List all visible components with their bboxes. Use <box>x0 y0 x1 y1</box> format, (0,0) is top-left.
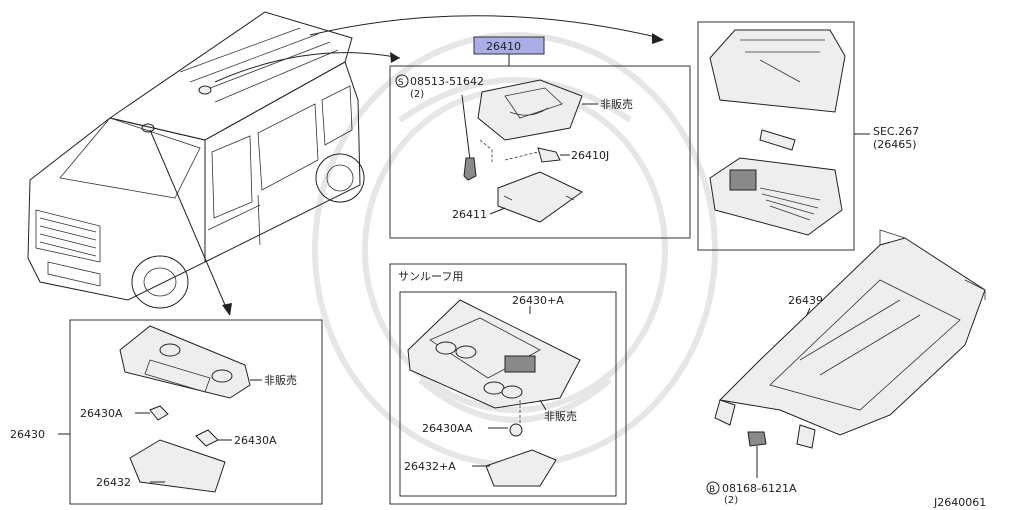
sunroof-label: サンルーフ用 <box>398 270 463 283</box>
screw-icon <box>463 157 477 181</box>
screw-quantity: (2) <box>410 89 424 100</box>
bracket-frame <box>718 237 986 436</box>
sec267-lamp-housing <box>709 29 846 113</box>
lens-part-number: 26411 <box>452 208 487 221</box>
sunroof-bulb-number: 26430AA <box>422 422 473 435</box>
main-lamp-box <box>389 65 691 239</box>
sunroof-group: サンルーフ用 26430+A 非販売 26430AA 26432+A <box>389 263 627 505</box>
lamp-assembly-number: 26430 <box>10 428 45 441</box>
bulb-a1-icon <box>149 405 169 421</box>
lower-lens-number: 26432 <box>96 476 131 489</box>
arrow-head-icon <box>390 52 400 63</box>
sunroof-switch <box>504 355 536 373</box>
bulb-icon <box>537 147 561 163</box>
bracket-tab-right <box>796 424 816 449</box>
screw-part-number: 08513-51642 <box>410 75 484 88</box>
bracket-tab-left <box>714 399 736 426</box>
not-for-sale-label-3: 非販売 <box>264 374 297 387</box>
svg-text:S: S <box>398 78 404 88</box>
sunroof-lens-panel <box>485 449 557 487</box>
sec267-switch <box>729 169 757 191</box>
arrow-head-icon <box>652 33 664 44</box>
lens-panel <box>497 171 583 223</box>
lower-lens-panel <box>129 439 226 493</box>
roof-lamp-marker <box>198 85 212 95</box>
bulb-part-number: 26410J <box>571 149 609 162</box>
bracket-number: 26439 <box>788 294 823 307</box>
not-for-sale-label-2: 非販売 <box>544 410 577 423</box>
sunroof-lamp-housing <box>407 299 581 409</box>
vehicle-illustration <box>27 11 365 309</box>
not-for-sale-label: 非販売 <box>600 98 633 111</box>
main-lamp-group: 26410 S 08513-51642 (2) 非販売 26410J 26411 <box>389 36 691 239</box>
sec267-group: SEC.267 (26465) <box>697 21 919 251</box>
lamp-assembly-group: 26430 非販売 26430A 26430A 26432 <box>10 319 323 505</box>
sec267-box <box>697 21 855 251</box>
arrow-head-icon <box>222 303 232 316</box>
bolt-quantity: (2) <box>724 495 738 506</box>
bulb-a2-number: 26430A <box>234 434 277 447</box>
sec-reference: SEC.267 <box>873 125 919 138</box>
connector-arrows <box>149 15 664 316</box>
lamp-housing <box>477 79 583 141</box>
sunroof-lamp-number: 26430+A <box>512 294 564 307</box>
sunroof-bulb-icon <box>509 423 523 437</box>
bolt-part-number: 08168-6121A <box>722 482 797 495</box>
bulb-a1-number: 26430A <box>80 407 123 420</box>
diagram-id: J2640061 <box>933 496 986 509</box>
svg-text:B: B <box>709 485 715 495</box>
sunroof-outer-box <box>389 263 627 505</box>
sunroof-inner-box <box>399 291 617 497</box>
bracket-group: 26439 B 08168-6121A (2) <box>706 229 986 506</box>
sec267-bulb-icon <box>759 129 796 151</box>
sunroof-lens-number: 26432+A <box>404 460 456 473</box>
bolt-icon <box>747 431 767 447</box>
main-part-number: 26410 <box>486 40 521 53</box>
sec-part-number: (26465) <box>873 138 917 151</box>
screw-symbol-icon <box>395 74 409 88</box>
bulb-a2-icon <box>195 429 219 447</box>
lamp-assembly-housing <box>119 325 251 399</box>
bolt-symbol-icon <box>706 481 720 495</box>
lamp-assembly-box <box>69 319 323 505</box>
